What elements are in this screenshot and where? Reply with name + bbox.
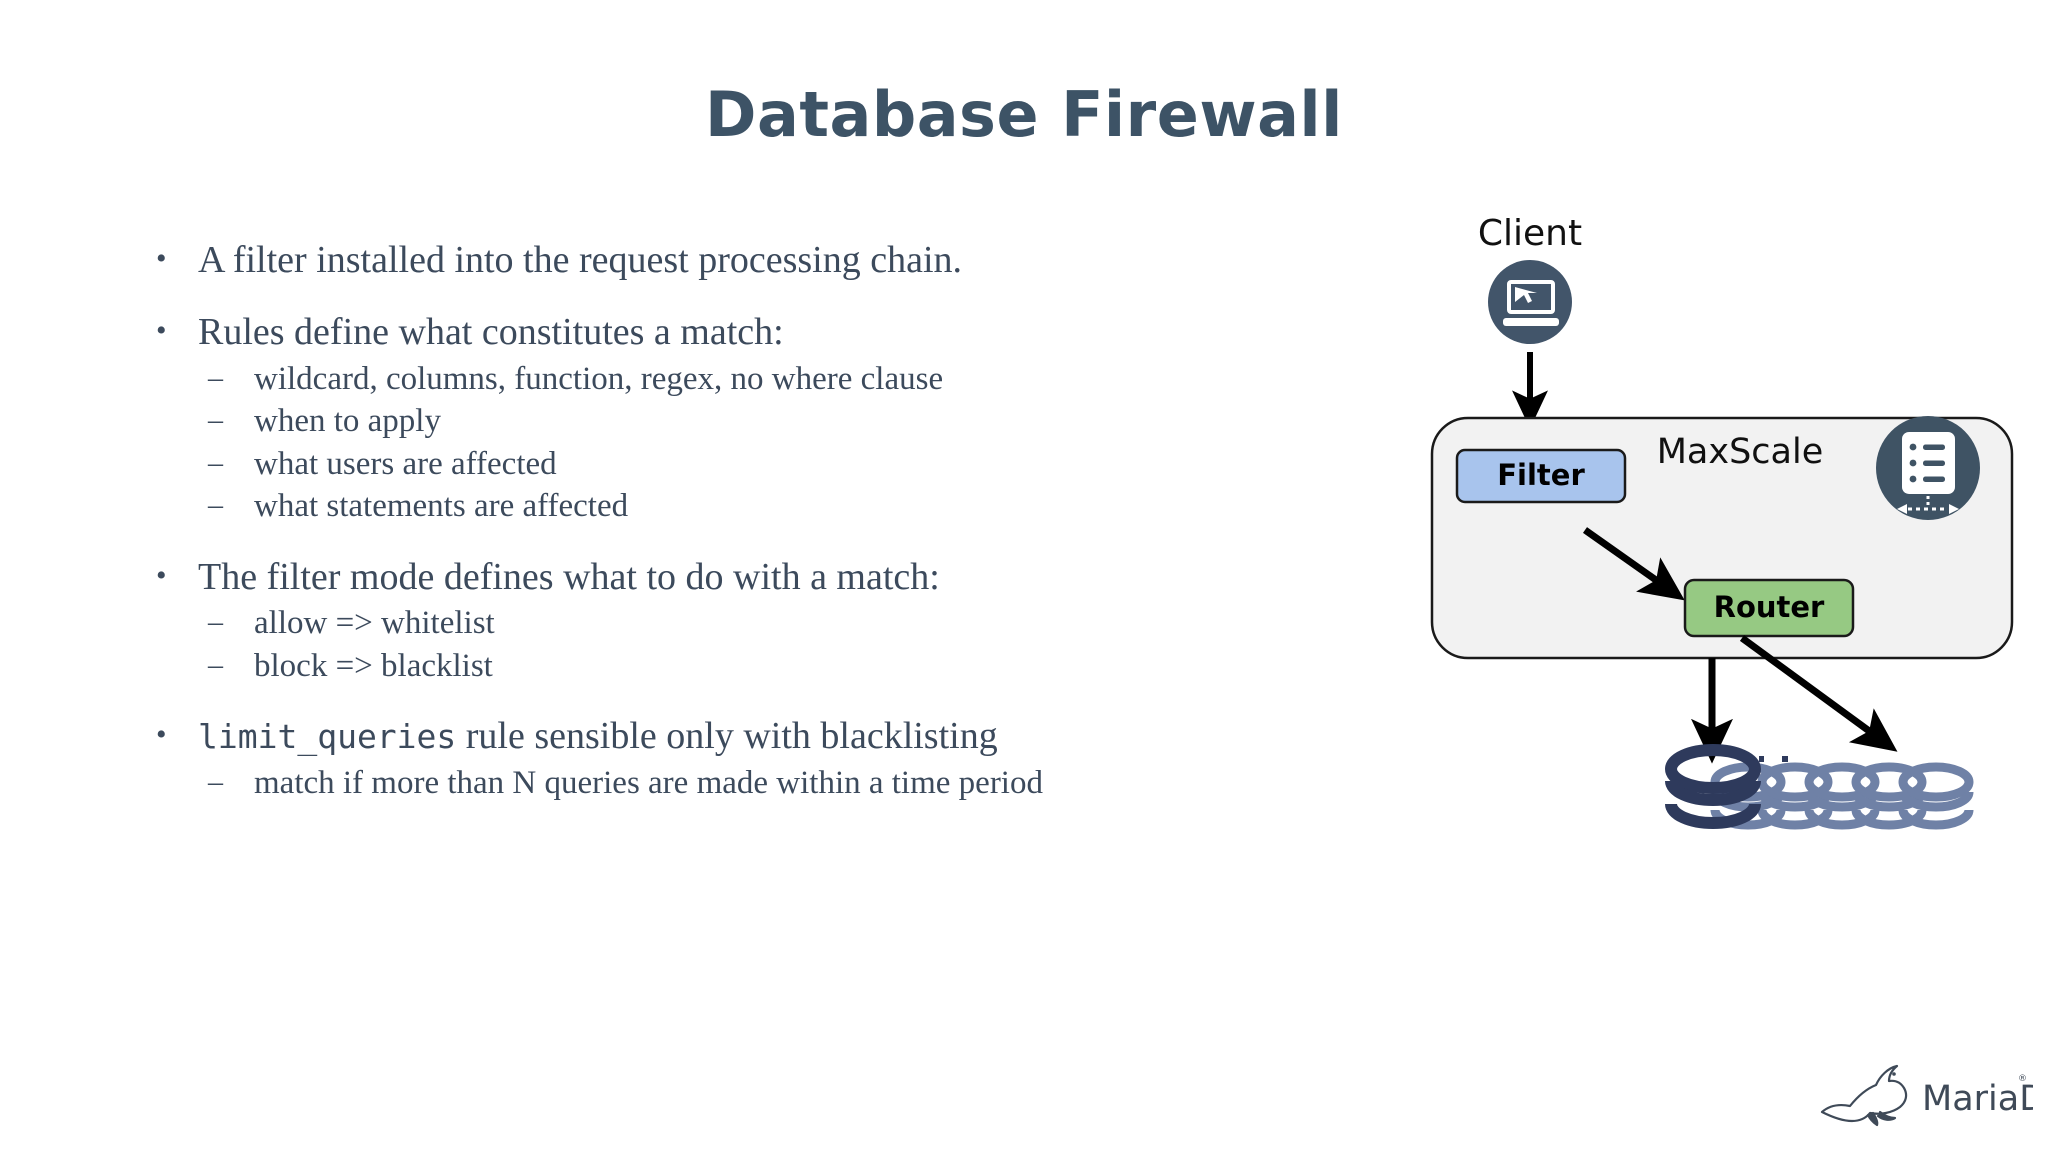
sub-list-item-text: match if more than N queries are made wi… xyxy=(254,764,1043,801)
dash-marker: – xyxy=(208,764,223,798)
bullet-group: • The filter mode defines what to do wit… xyxy=(150,554,1380,687)
server-icon xyxy=(1897,432,1959,514)
bullet-group: • Rules define what constitutes a match:… xyxy=(150,309,1380,528)
filter-label: Filter xyxy=(1497,458,1585,492)
bullet-marker: • xyxy=(156,242,167,275)
list-item-text: limit_queries rule sensible only with bl… xyxy=(198,713,1380,759)
router-node[interactable]: Router xyxy=(1683,578,1855,638)
client-node xyxy=(1488,260,1572,344)
bullet-group: • limit_queries rule sensible only with … xyxy=(150,713,1380,804)
sub-list-item-text: what users are affected xyxy=(254,445,557,482)
sub-list-item: – what statements are affected xyxy=(150,485,1380,528)
sub-list-item: – match if more than N queries are made … xyxy=(150,762,1380,805)
dash-marker: – xyxy=(208,647,223,681)
architecture-diagram: Client MaxScale xyxy=(1410,210,2048,970)
router-label: Router xyxy=(1714,590,1825,624)
bullet-list: • A filter installed into the request pr… xyxy=(150,237,1380,804)
bullet-marker: • xyxy=(156,558,167,592)
primary-database xyxy=(1665,744,1761,829)
mariadb-wordmark: MariaDB xyxy=(1922,1079,2033,1119)
sub-list-item: – allow => whitelist xyxy=(150,602,1380,645)
sub-list-item-text: what statements are affected xyxy=(254,488,629,525)
router-box[interactable] xyxy=(1683,578,1855,638)
sub-list-item: – when to apply xyxy=(150,400,1380,443)
ellipsis-dots xyxy=(1759,756,1788,762)
dash-marker: – xyxy=(208,360,223,394)
sea-lion-eye-icon xyxy=(1892,1072,1896,1076)
list-item: • Rules define what constitutes a match: xyxy=(150,309,1380,355)
sub-list-item: – block => blacklist xyxy=(150,645,1380,688)
sub-list-item-text: when to apply xyxy=(254,403,441,440)
code-token: limit_queries xyxy=(198,717,457,757)
page-title: Database Firewall xyxy=(705,78,1343,151)
sub-list-item-text: block => blacklist xyxy=(254,647,493,684)
sub-list-item: – what users are affected xyxy=(150,443,1380,486)
client-label: Client xyxy=(1478,213,1582,254)
mariadb-logo: MariaDB ® xyxy=(1818,1055,2048,1135)
bullet-group: • A filter installed into the request pr… xyxy=(150,237,1380,283)
list-item-text-rest: rule sensible only with blacklisting xyxy=(456,715,998,758)
arrow-router-to-replica-db xyxy=(1739,635,1898,752)
list-item-text: The filter mode defines what to do with … xyxy=(198,555,940,598)
dash-marker: – xyxy=(208,403,223,437)
database-cylinder xyxy=(1851,762,1927,830)
filter-box[interactable] xyxy=(1455,448,1627,504)
laptop-icon xyxy=(1503,280,1559,326)
list-item: • The filter mode defines what to do wit… xyxy=(150,554,1380,600)
dash-marker: – xyxy=(208,488,223,522)
sea-lion-icon xyxy=(1820,1064,1908,1127)
bullet-marker: • xyxy=(156,718,167,752)
maxscale-label: MaxScale xyxy=(1657,432,1824,472)
replica-database-group xyxy=(1710,762,1974,830)
sub-list-item-text: allow => whitelist xyxy=(254,605,495,642)
dash-marker: – xyxy=(208,605,223,639)
sub-list-item-text: wildcard, columns, function, regex, no w… xyxy=(254,360,944,397)
registered-trademark-icon: ® xyxy=(2018,1074,2027,1084)
bullet-marker: • xyxy=(156,314,167,348)
filter-node[interactable]: Filter xyxy=(1455,448,1627,504)
list-item: • A filter installed into the request pr… xyxy=(150,237,1380,283)
database-cylinder xyxy=(1898,762,1974,830)
arrow-filter-to-router xyxy=(1582,527,1685,601)
dash-marker: – xyxy=(208,445,223,479)
server-node xyxy=(1876,416,1980,520)
sub-list-item: – wildcard, columns, function, regex, no… xyxy=(150,358,1380,401)
list-item: • limit_queries rule sensible only with … xyxy=(150,713,1380,759)
list-item-text: Rules define what constitutes a match: xyxy=(198,311,784,354)
list-item-text: A filter installed into the request proc… xyxy=(198,239,963,281)
